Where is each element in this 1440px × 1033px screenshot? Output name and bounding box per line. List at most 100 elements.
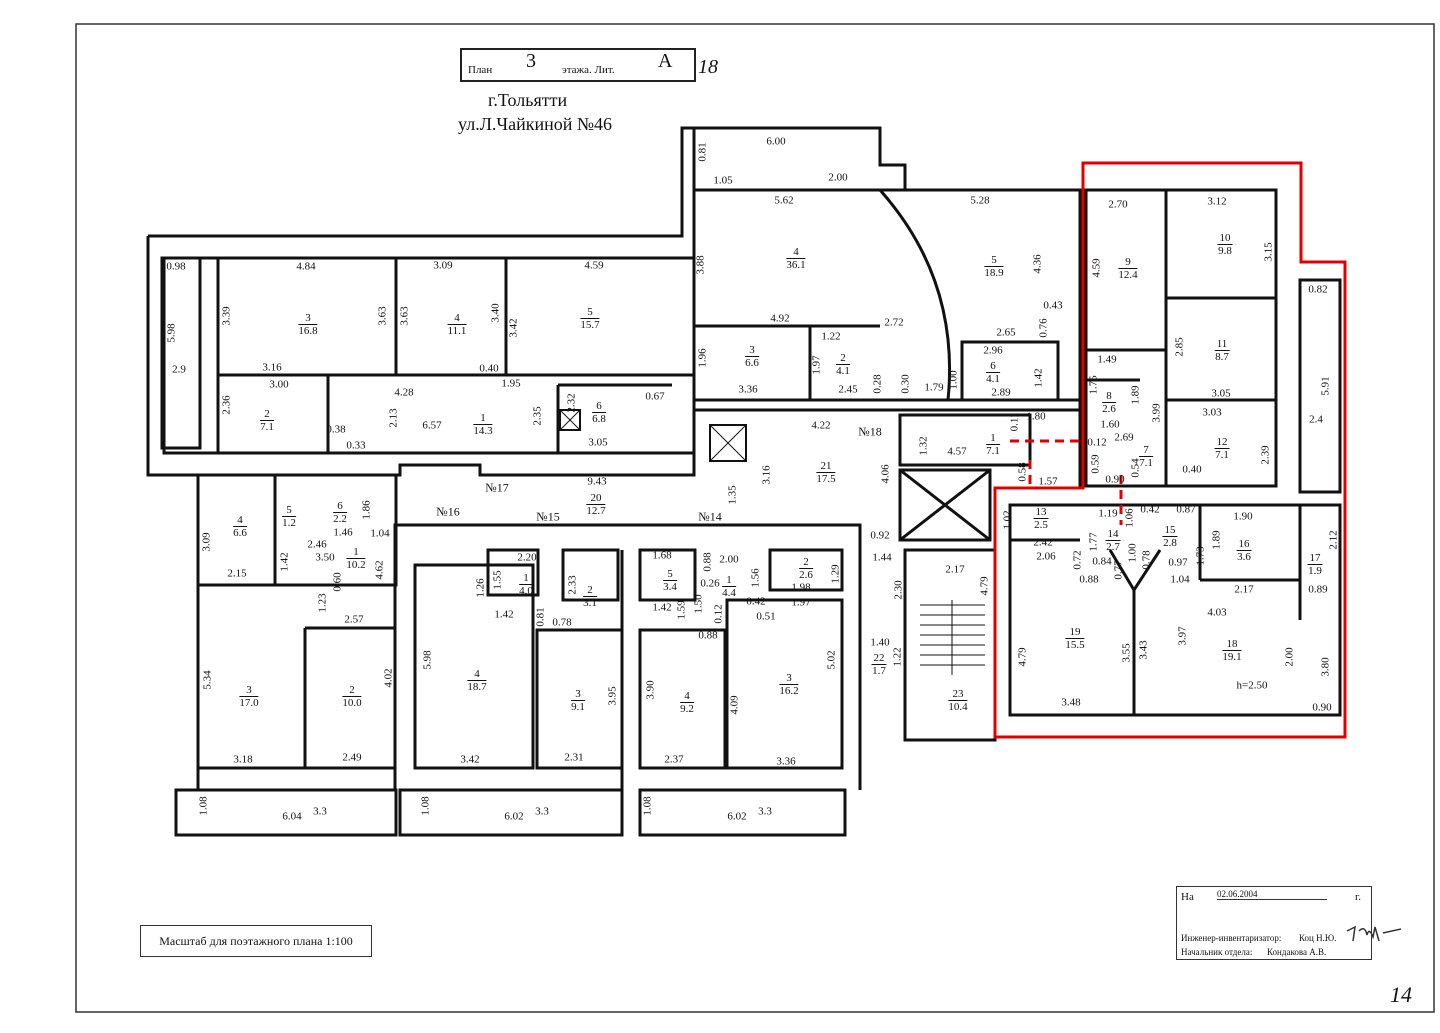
- dimension-label: 3.42: [460, 753, 480, 766]
- dimension-label: 3.88: [694, 255, 707, 275]
- dimension-label: 3.80: [1319, 657, 1332, 677]
- dimension-label: 1.89: [1129, 385, 1142, 405]
- handwritten-number: 18: [698, 56, 718, 78]
- dimension-label: 3.15: [1262, 242, 1275, 262]
- dimension-label: 3.09: [200, 532, 213, 552]
- room-number: 3: [745, 344, 759, 357]
- dimension-label: 4.09: [728, 695, 741, 715]
- inventory-stamp: На 02.06.2004 г. Инженер-инвентаризатор:…: [1176, 886, 1402, 960]
- dimension-label: 2.00: [1283, 647, 1296, 667]
- room-number: 21: [816, 460, 836, 473]
- plan-title-box: План 3 этажа. Лит. А: [460, 48, 696, 82]
- date-prefix: На: [1181, 891, 1194, 903]
- dimension-label: 0.90: [1105, 473, 1125, 486]
- dimension-label: 1.00: [947, 370, 960, 390]
- dimension-label: 1.80: [1026, 410, 1046, 423]
- room-number: 11: [1214, 338, 1230, 351]
- room-area: 4.1: [836, 365, 850, 377]
- shaft: [709, 424, 747, 462]
- room-number: 20: [586, 492, 606, 505]
- highlighted-area-outline: [993, 161, 1347, 739]
- dimension-label: 2.15: [227, 567, 247, 580]
- room-number: 4: [447, 312, 467, 325]
- room-number: 23: [948, 688, 968, 701]
- dimension-label: 2.06: [1036, 550, 1056, 563]
- room-area: 12.4: [1118, 269, 1138, 281]
- balcony-area: 3.3: [313, 805, 327, 818]
- dimension-label: 3.63: [376, 306, 389, 326]
- dimension-label: 4.79: [978, 576, 991, 596]
- dimension-label: 1.97: [791, 596, 811, 609]
- dimension-label: 4.57: [947, 445, 967, 458]
- plan-label: План: [468, 64, 493, 76]
- room-area: 8.7: [1215, 351, 1229, 363]
- dimension-label: 1.40: [870, 636, 890, 649]
- city: г.Тольятти: [488, 90, 568, 110]
- room-number: 5: [663, 568, 677, 581]
- dimension-label: 2.65: [996, 326, 1016, 339]
- room-area: 2.5: [1034, 519, 1048, 531]
- dimension-label: 1.90: [1233, 510, 1253, 523]
- room-number: 3: [239, 684, 259, 697]
- room-number: 2: [342, 684, 362, 697]
- room-area: 15.5: [1065, 639, 1085, 651]
- dimension-label: 6.00: [766, 135, 786, 148]
- room-number: 5: [580, 306, 600, 319]
- room-number: 1: [986, 432, 1000, 445]
- dimension-label: 0.59: [1089, 454, 1102, 474]
- dimension-label: 1.42: [652, 601, 672, 614]
- dimension-label: 1.22: [821, 330, 841, 343]
- dimension-label: 0.26: [700, 577, 720, 590]
- room-number: 15: [1162, 524, 1178, 537]
- apartment-number: №15: [536, 509, 560, 524]
- dimension-label: 1.08: [419, 796, 432, 816]
- dimension-label: 3.95: [606, 686, 619, 706]
- room-area: 4.0: [519, 585, 533, 597]
- dimension-label: 1.89: [1210, 530, 1223, 550]
- room-area: 9.2: [680, 703, 694, 715]
- dimension-label: 1.42: [1032, 368, 1045, 388]
- dimension-label: 1.68: [652, 549, 672, 562]
- dimension-label: 5.62: [774, 194, 794, 207]
- dimension-label: 2.85: [1173, 337, 1186, 357]
- dimension-label: 0.97: [1168, 556, 1188, 569]
- dimension-label: 4.84: [296, 260, 316, 273]
- dimension-label: 3.09: [433, 259, 453, 272]
- room-number: 5: [984, 254, 1004, 267]
- room-area: 16.2: [779, 685, 799, 697]
- dimension-label: 0.77: [1112, 560, 1125, 580]
- dimension-label: 2.00: [719, 553, 739, 566]
- year-suffix: г.: [1355, 891, 1362, 903]
- room-number: 17: [1307, 552, 1323, 565]
- room-number: 2: [260, 408, 274, 421]
- sheet-frame: [75, 23, 1435, 1013]
- ceiling-height: h=2.50: [1236, 679, 1268, 692]
- room-area: 6.8: [592, 413, 606, 425]
- room-number: 6: [592, 400, 606, 413]
- dimension-label: 1.23: [316, 593, 329, 613]
- dimension-label: 1.59: [675, 600, 688, 620]
- room-number: 3: [571, 688, 585, 701]
- dimension-label: 0.76: [1037, 318, 1050, 338]
- dimension-label: 1.57: [1038, 475, 1058, 488]
- room-number: 1: [722, 574, 736, 587]
- dimension-label: 0.12: [712, 604, 725, 624]
- liter: А: [658, 50, 673, 72]
- room-number: 22: [871, 652, 887, 665]
